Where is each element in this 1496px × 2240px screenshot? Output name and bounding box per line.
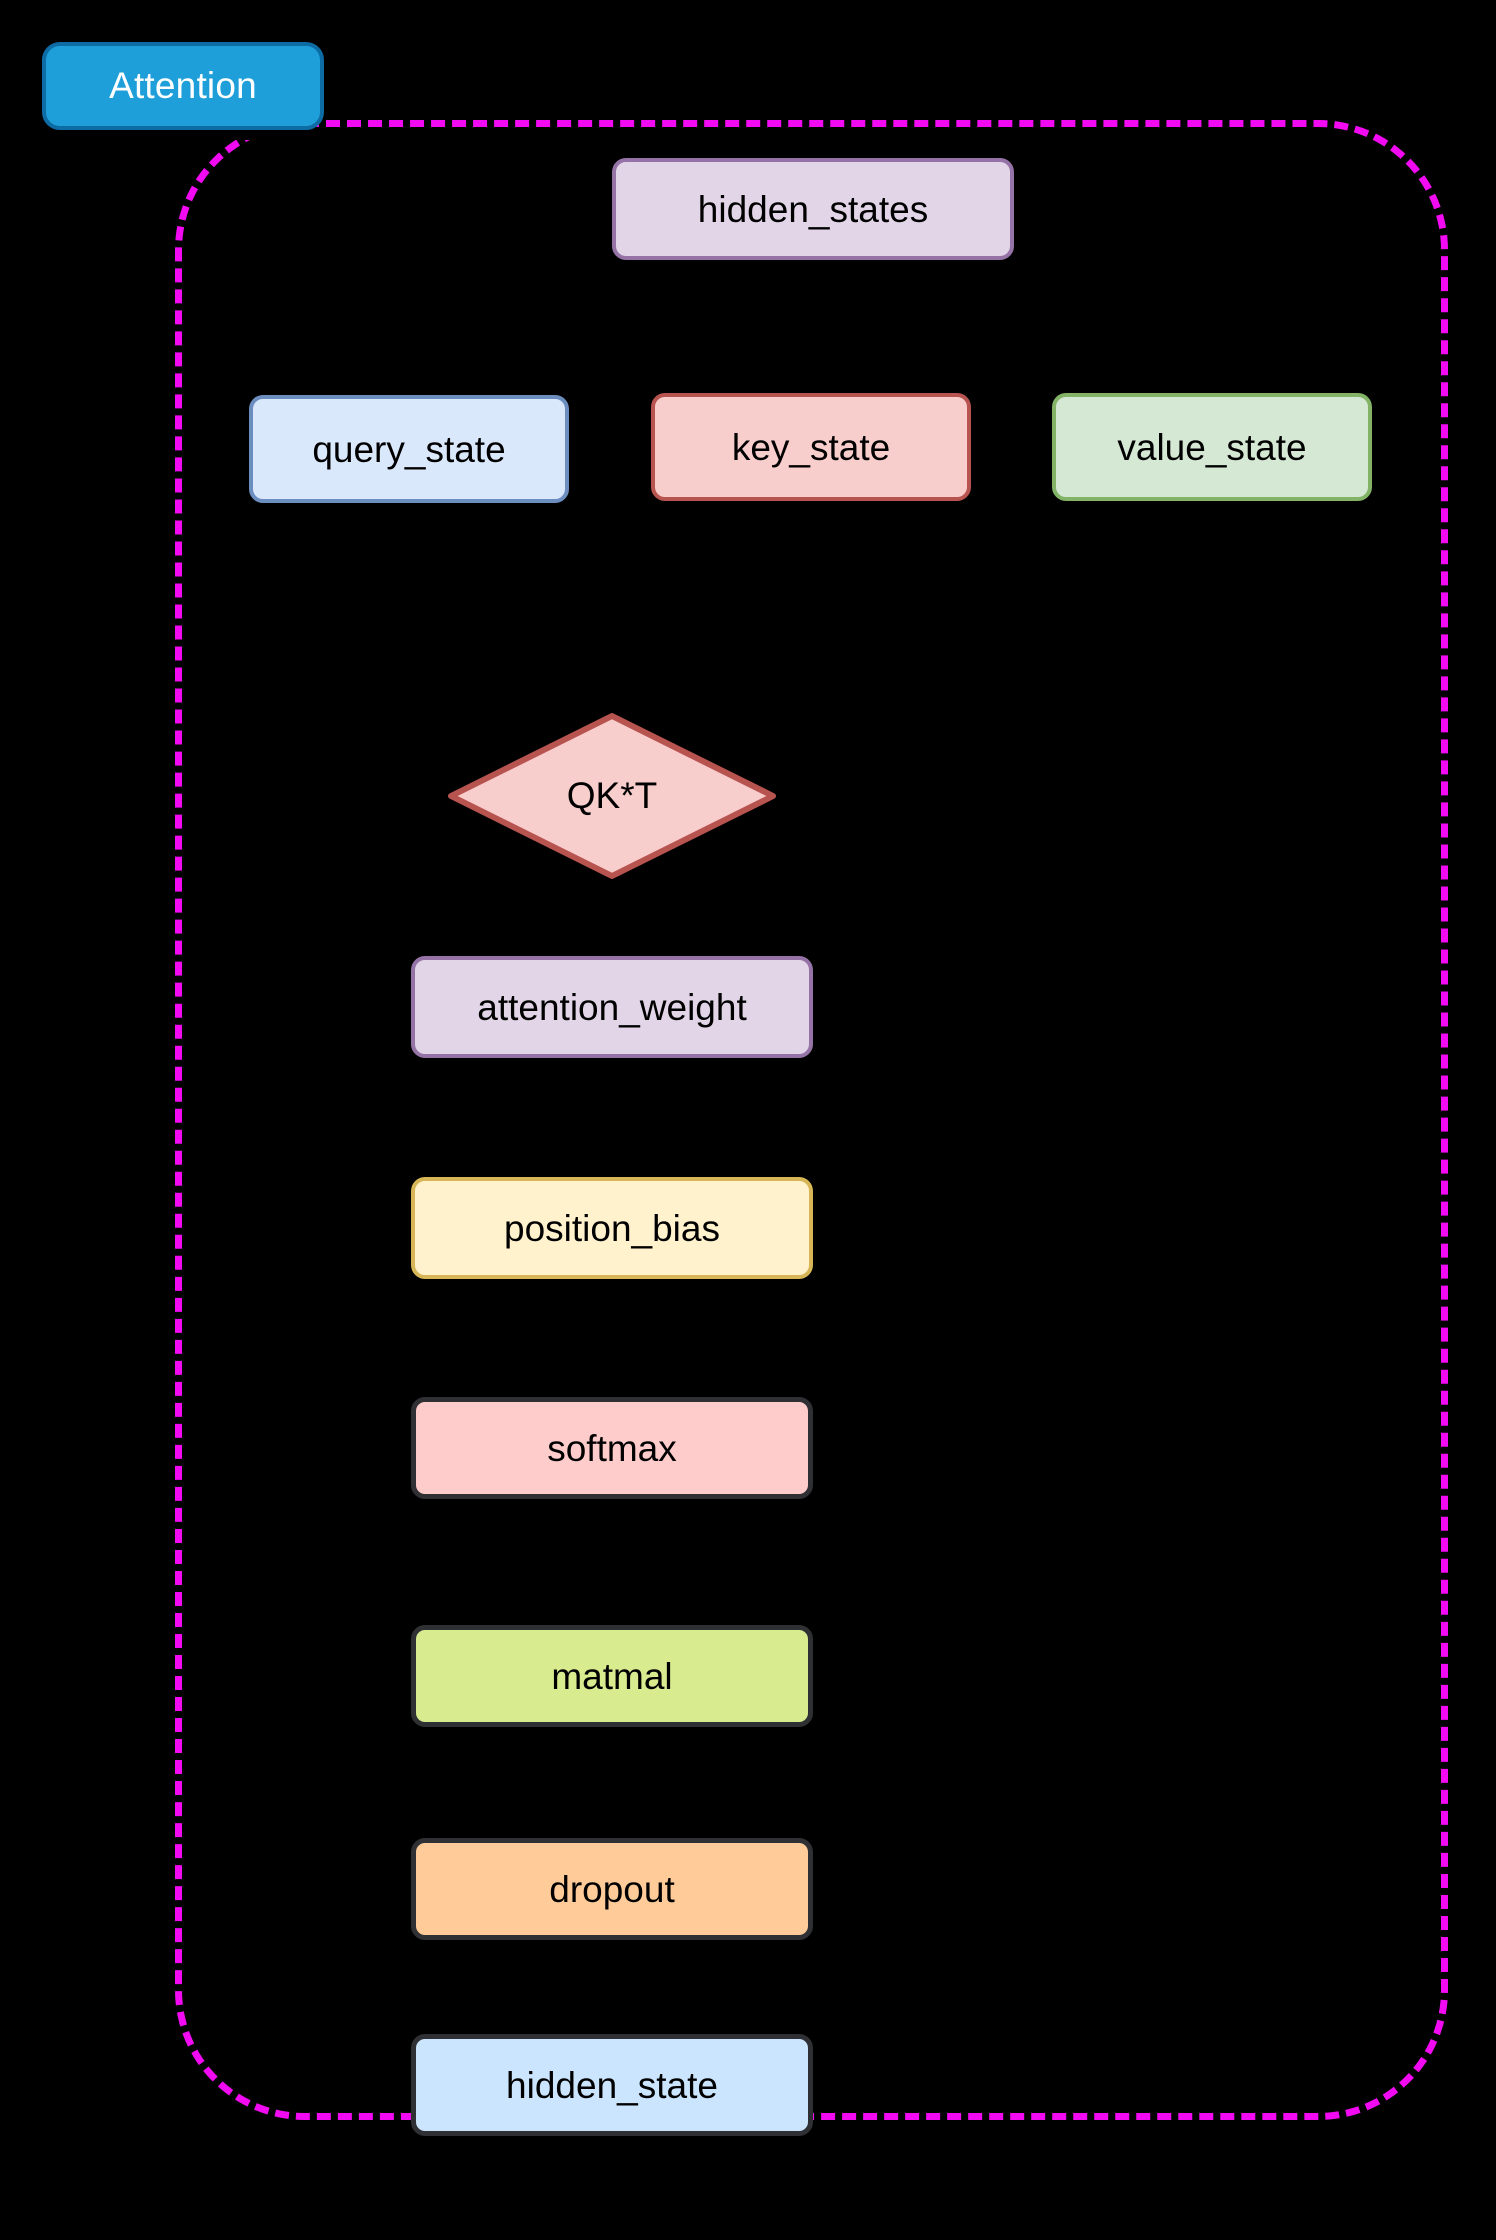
node-value-state-label: value_state bbox=[1117, 426, 1307, 468]
node-dropout-label: dropout bbox=[549, 1868, 675, 1910]
node-query-state-label: query_state bbox=[312, 428, 506, 470]
node-hidden-state-label: hidden_state bbox=[506, 2064, 718, 2106]
node-qkt[interactable]: QK*T bbox=[447, 712, 777, 880]
diamond-shape bbox=[448, 713, 776, 879]
node-matmal-label: matmal bbox=[551, 1655, 673, 1697]
node-dropout[interactable]: dropout bbox=[411, 1838, 813, 1940]
node-query-state[interactable]: query_state bbox=[249, 395, 569, 503]
node-attention-weight-label: attention_weight bbox=[477, 986, 747, 1028]
node-softmax-label: softmax bbox=[547, 1427, 677, 1469]
node-matmal[interactable]: matmal bbox=[411, 1625, 813, 1727]
attention-group-title[interactable]: Attention bbox=[42, 42, 324, 130]
node-key-state[interactable]: key_state bbox=[651, 393, 971, 501]
node-hidden-states-label: hidden_states bbox=[697, 188, 929, 230]
node-hidden-states[interactable]: hidden_states bbox=[612, 158, 1014, 260]
node-position-bias[interactable]: position_bias bbox=[411, 1177, 813, 1279]
node-attention-weight[interactable]: attention_weight bbox=[411, 956, 813, 1058]
attention-group-title-label: Attention bbox=[109, 65, 257, 106]
node-value-state[interactable]: value_state bbox=[1052, 393, 1372, 501]
node-qkt-label: QK*T bbox=[566, 775, 658, 816]
node-position-bias-label: position_bias bbox=[504, 1207, 720, 1249]
node-hidden-state[interactable]: hidden_state bbox=[411, 2034, 813, 2136]
node-key-state-label: key_state bbox=[731, 426, 891, 468]
node-softmax[interactable]: softmax bbox=[411, 1397, 813, 1499]
